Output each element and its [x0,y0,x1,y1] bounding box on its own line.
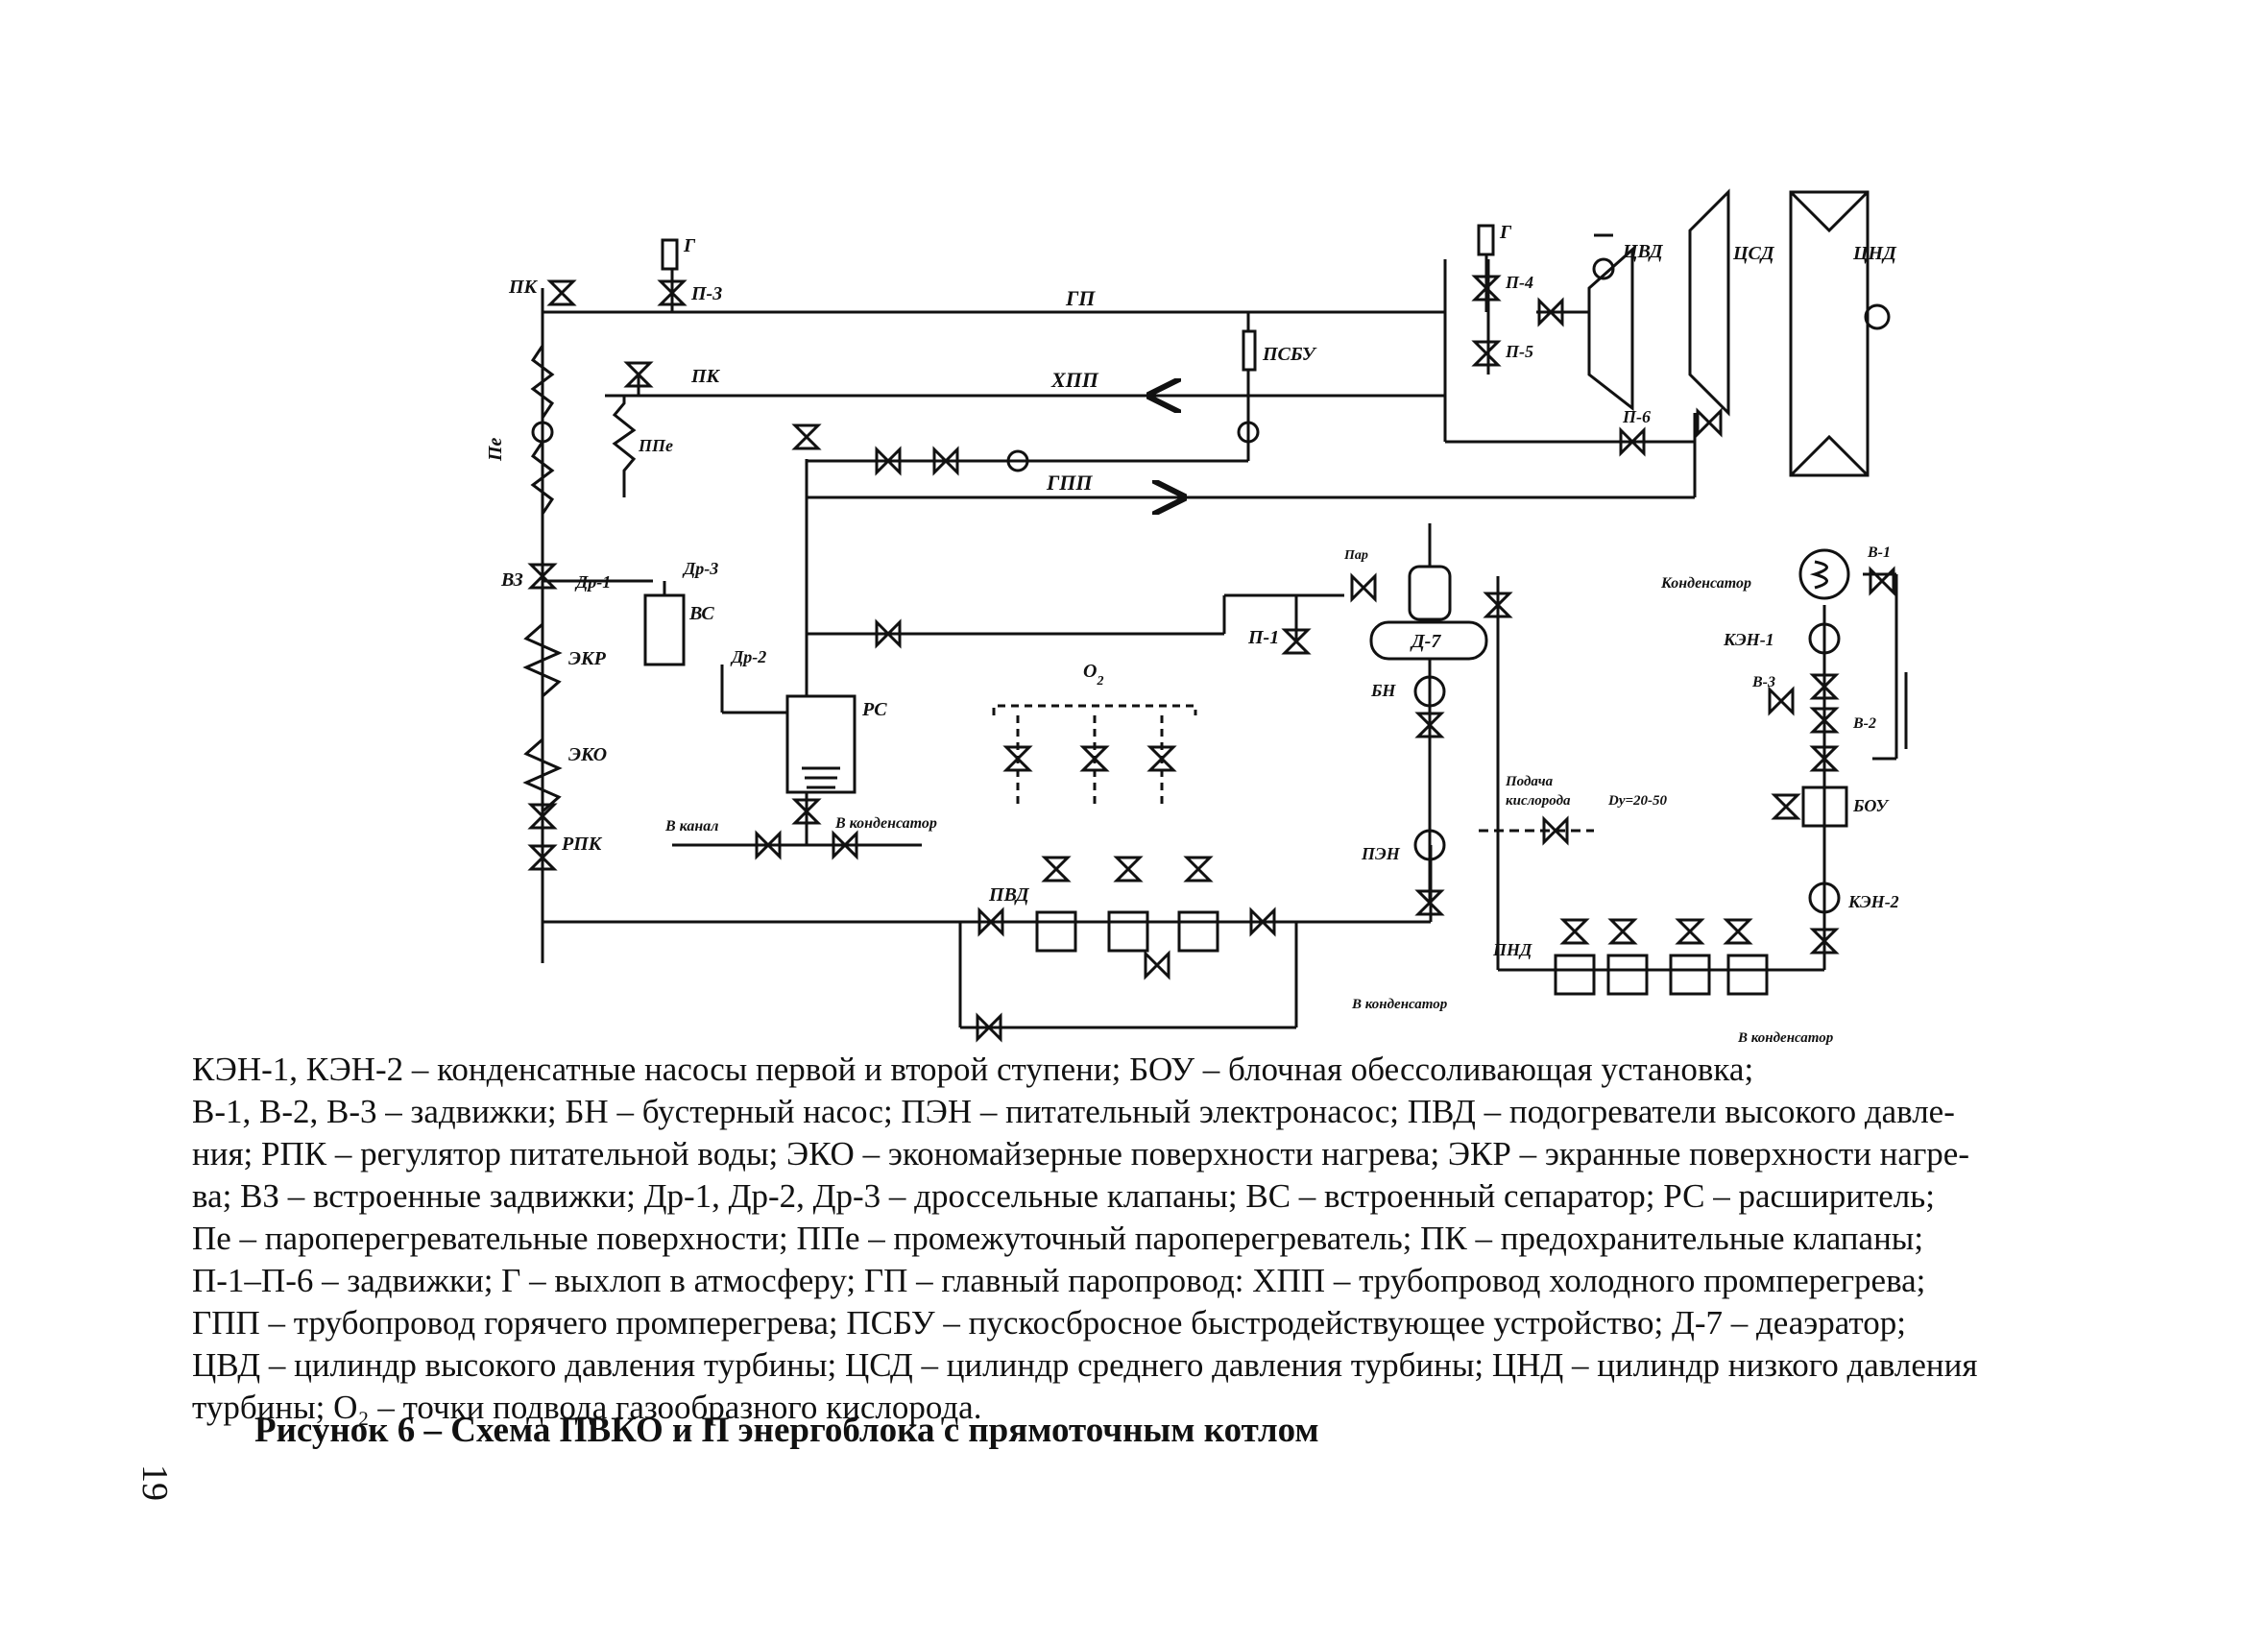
label-ekr: ЭКР [568,648,607,669]
label-gpp: ГПП [1046,471,1093,495]
label-p4: П-4 [1505,273,1533,292]
label-p5: П-5 [1505,342,1533,361]
label-ken2: КЭН-2 [1847,892,1899,911]
label-gp: ГП [1065,286,1096,310]
label-podacha-2: кислорода [1506,793,1571,809]
label-v-kanal: В канал [664,818,718,834]
label-v-kondensator-1: В конденсатор [834,815,937,832]
label-dr1: Др-1 [574,572,611,592]
label-d7: Д-7 [1410,631,1441,652]
label-g-1: Г [683,235,696,256]
label-dr3: Др-3 [682,559,718,578]
label-bn: БН [1370,681,1396,700]
label-pnd: ПНД [1492,940,1532,959]
label-psbu: ПСБУ [1262,344,1317,365]
label-v1: В-1 [1867,544,1891,561]
label-bou: БОУ [1852,796,1890,815]
label-g-2: Г [1499,222,1512,243]
legend-line: В-1, В-2, В-3 – задвижки; БН – бустерный… [192,1093,1955,1130]
label-cnd: ЦНД [1852,243,1897,264]
legend-line: КЭН-1, КЭН-2 – конденсатные насосы перво… [192,1051,1754,1088]
label-podacha-1: Подача [1505,774,1554,789]
label-pe: Пе [485,437,506,462]
legend-line: П-1–П-6 – задвижки; Г – выхлоп в атмосфе… [192,1262,1926,1299]
label-v2: В-2 [1852,715,1876,732]
legend-line: ва; ВЗ – встроенные задвижки; Др-1, Др-2… [192,1177,1935,1215]
label-p6: П-6 [1622,407,1651,426]
legend-line: Пе – пароперегревательные поверхности; П… [192,1220,1924,1257]
label-ken1: КЭН-1 [1723,630,1774,649]
label-pk-2: ПК [690,366,721,387]
label-p3: П-3 [690,283,722,304]
legend-line: ГПП – трубопровод горячего промперегрева… [192,1304,1906,1342]
label-rs: РС [861,699,887,720]
legend-line: ЦВД – цилиндр высокого давления турбины;… [192,1346,1978,1384]
label-hpp: ХПП [1050,368,1099,392]
legend-line: турбины; O₂ – точки подвода газообразног… [192,1389,982,1426]
figure-legend: КЭН-1, КЭН-2 – конденсатные насосы перво… [192,1049,2141,1429]
label-v3: ВЗ [500,569,523,591]
legend-line: ния; РПК – регулятор питательной воды; Э… [192,1135,1969,1173]
power-unit-scheme-diagram: ПК Г П-3 ПК ГП ХПП ГПП ПСБУ Г П-4 П-5 П-… [485,188,1908,1046]
label-par: Пар [1343,548,1368,563]
label-rpk: РПК [561,834,603,855]
label-eko: ЭКО [568,744,607,765]
diagram-labels: ПК Г П-3 ПК ГП ХПП ГПП ПСБУ Г П-4 П-5 П-… [485,222,1899,1046]
label-pk-1: ПК [508,277,539,298]
label-v-kondensator-3: В конденсатор [1737,1030,1834,1046]
page-number: 19 [134,1464,175,1501]
figure-title: Рисунок 6 – Схема ПВКО и П энергоблока с… [254,1411,1319,1450]
label-vs: ВС [688,603,714,624]
label-dy: Dy=20-50 [1607,793,1668,809]
label-cvd: ЦВД [1622,241,1664,262]
piping [522,188,1908,1029]
label-o2: O2 [1083,661,1103,689]
label-kondensator: Конденсатор [1660,575,1751,592]
label-ppe: ППе [638,436,673,455]
label-v-kondensator-2: В конденсатор [1351,997,1448,1012]
label-pvd: ПВД [988,884,1030,906]
label-pen: ПЭН [1361,844,1401,863]
label-v3-valve: В-3 [1751,674,1775,690]
label-dr2: Др-2 [730,647,766,666]
label-csd: ЦСД [1732,243,1775,264]
label-p1: П-1 [1247,627,1279,648]
